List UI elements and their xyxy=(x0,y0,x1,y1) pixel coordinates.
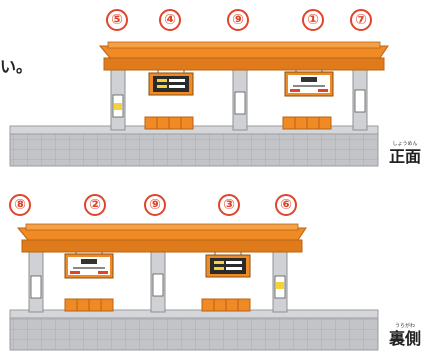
back-badge-3: ③ xyxy=(218,194,240,216)
back-label: 裏側 xyxy=(388,329,421,348)
front-roof-edge xyxy=(103,57,385,71)
front-badge-4: ④ xyxy=(159,9,181,31)
back-platform-top xyxy=(9,309,379,319)
back-sign-9 xyxy=(152,273,164,297)
back-badge-3-text: ③ xyxy=(223,197,235,213)
back-badge-9: ⑨ xyxy=(144,194,166,216)
back-badge-2-text: ② xyxy=(89,197,101,213)
front-view: ⑤ ④ ⑨ ① ⑦ しょうめん 正面 xyxy=(9,9,421,167)
front-badge-4-text: ④ xyxy=(164,12,176,28)
front-badge-9-text: ⑨ xyxy=(232,12,244,28)
front-sign-5-yellow xyxy=(114,103,122,110)
back-sign-8 xyxy=(30,275,42,299)
front-badge-9: ⑨ xyxy=(227,9,249,31)
front-bench-right xyxy=(282,116,332,130)
front-platform-top xyxy=(9,125,379,135)
front-badge-5: ⑤ xyxy=(106,9,128,31)
front-platform xyxy=(9,129,379,167)
back-roof-ridge xyxy=(25,223,299,231)
front-bench-left xyxy=(144,116,194,130)
back-badge-6-text: ⑥ xyxy=(280,197,292,213)
back-sign-6-yellow xyxy=(276,282,284,289)
front-sign-9 xyxy=(234,91,246,115)
back-bench-left xyxy=(64,298,114,312)
front-station-name-board xyxy=(284,70,334,97)
front-label: 正面 xyxy=(389,147,421,166)
back-departure-board xyxy=(205,252,251,278)
partial-caption: い。 xyxy=(0,57,32,76)
front-badge-1-text: ① xyxy=(307,12,319,28)
front-badge-5-text: ⑤ xyxy=(111,12,123,28)
back-badge-8: ⑧ xyxy=(9,194,31,216)
back-view: ⑧ ② ⑨ ③ ⑥ うらがわ 裏側 xyxy=(9,194,421,351)
back-label-ruby: うらがわ xyxy=(395,322,415,329)
back-platform xyxy=(9,313,379,351)
front-badge-7: ⑦ xyxy=(350,9,372,31)
back-roof-edge xyxy=(21,239,303,253)
front-label-ruby: しょうめん xyxy=(392,141,417,147)
front-departure-board xyxy=(148,70,194,96)
back-badge-2: ② xyxy=(84,194,106,216)
back-badge-8-text: ⑧ xyxy=(14,197,26,213)
front-roof-ridge xyxy=(107,41,381,49)
front-badge-7-text: ⑦ xyxy=(355,12,367,28)
front-badge-1: ① xyxy=(302,9,324,31)
front-sign-7 xyxy=(354,89,366,113)
back-bench-right xyxy=(201,298,251,312)
back-badge-6: ⑥ xyxy=(275,194,297,216)
back-badge-9-text: ⑨ xyxy=(149,197,161,213)
back-station-name-board xyxy=(64,252,114,279)
